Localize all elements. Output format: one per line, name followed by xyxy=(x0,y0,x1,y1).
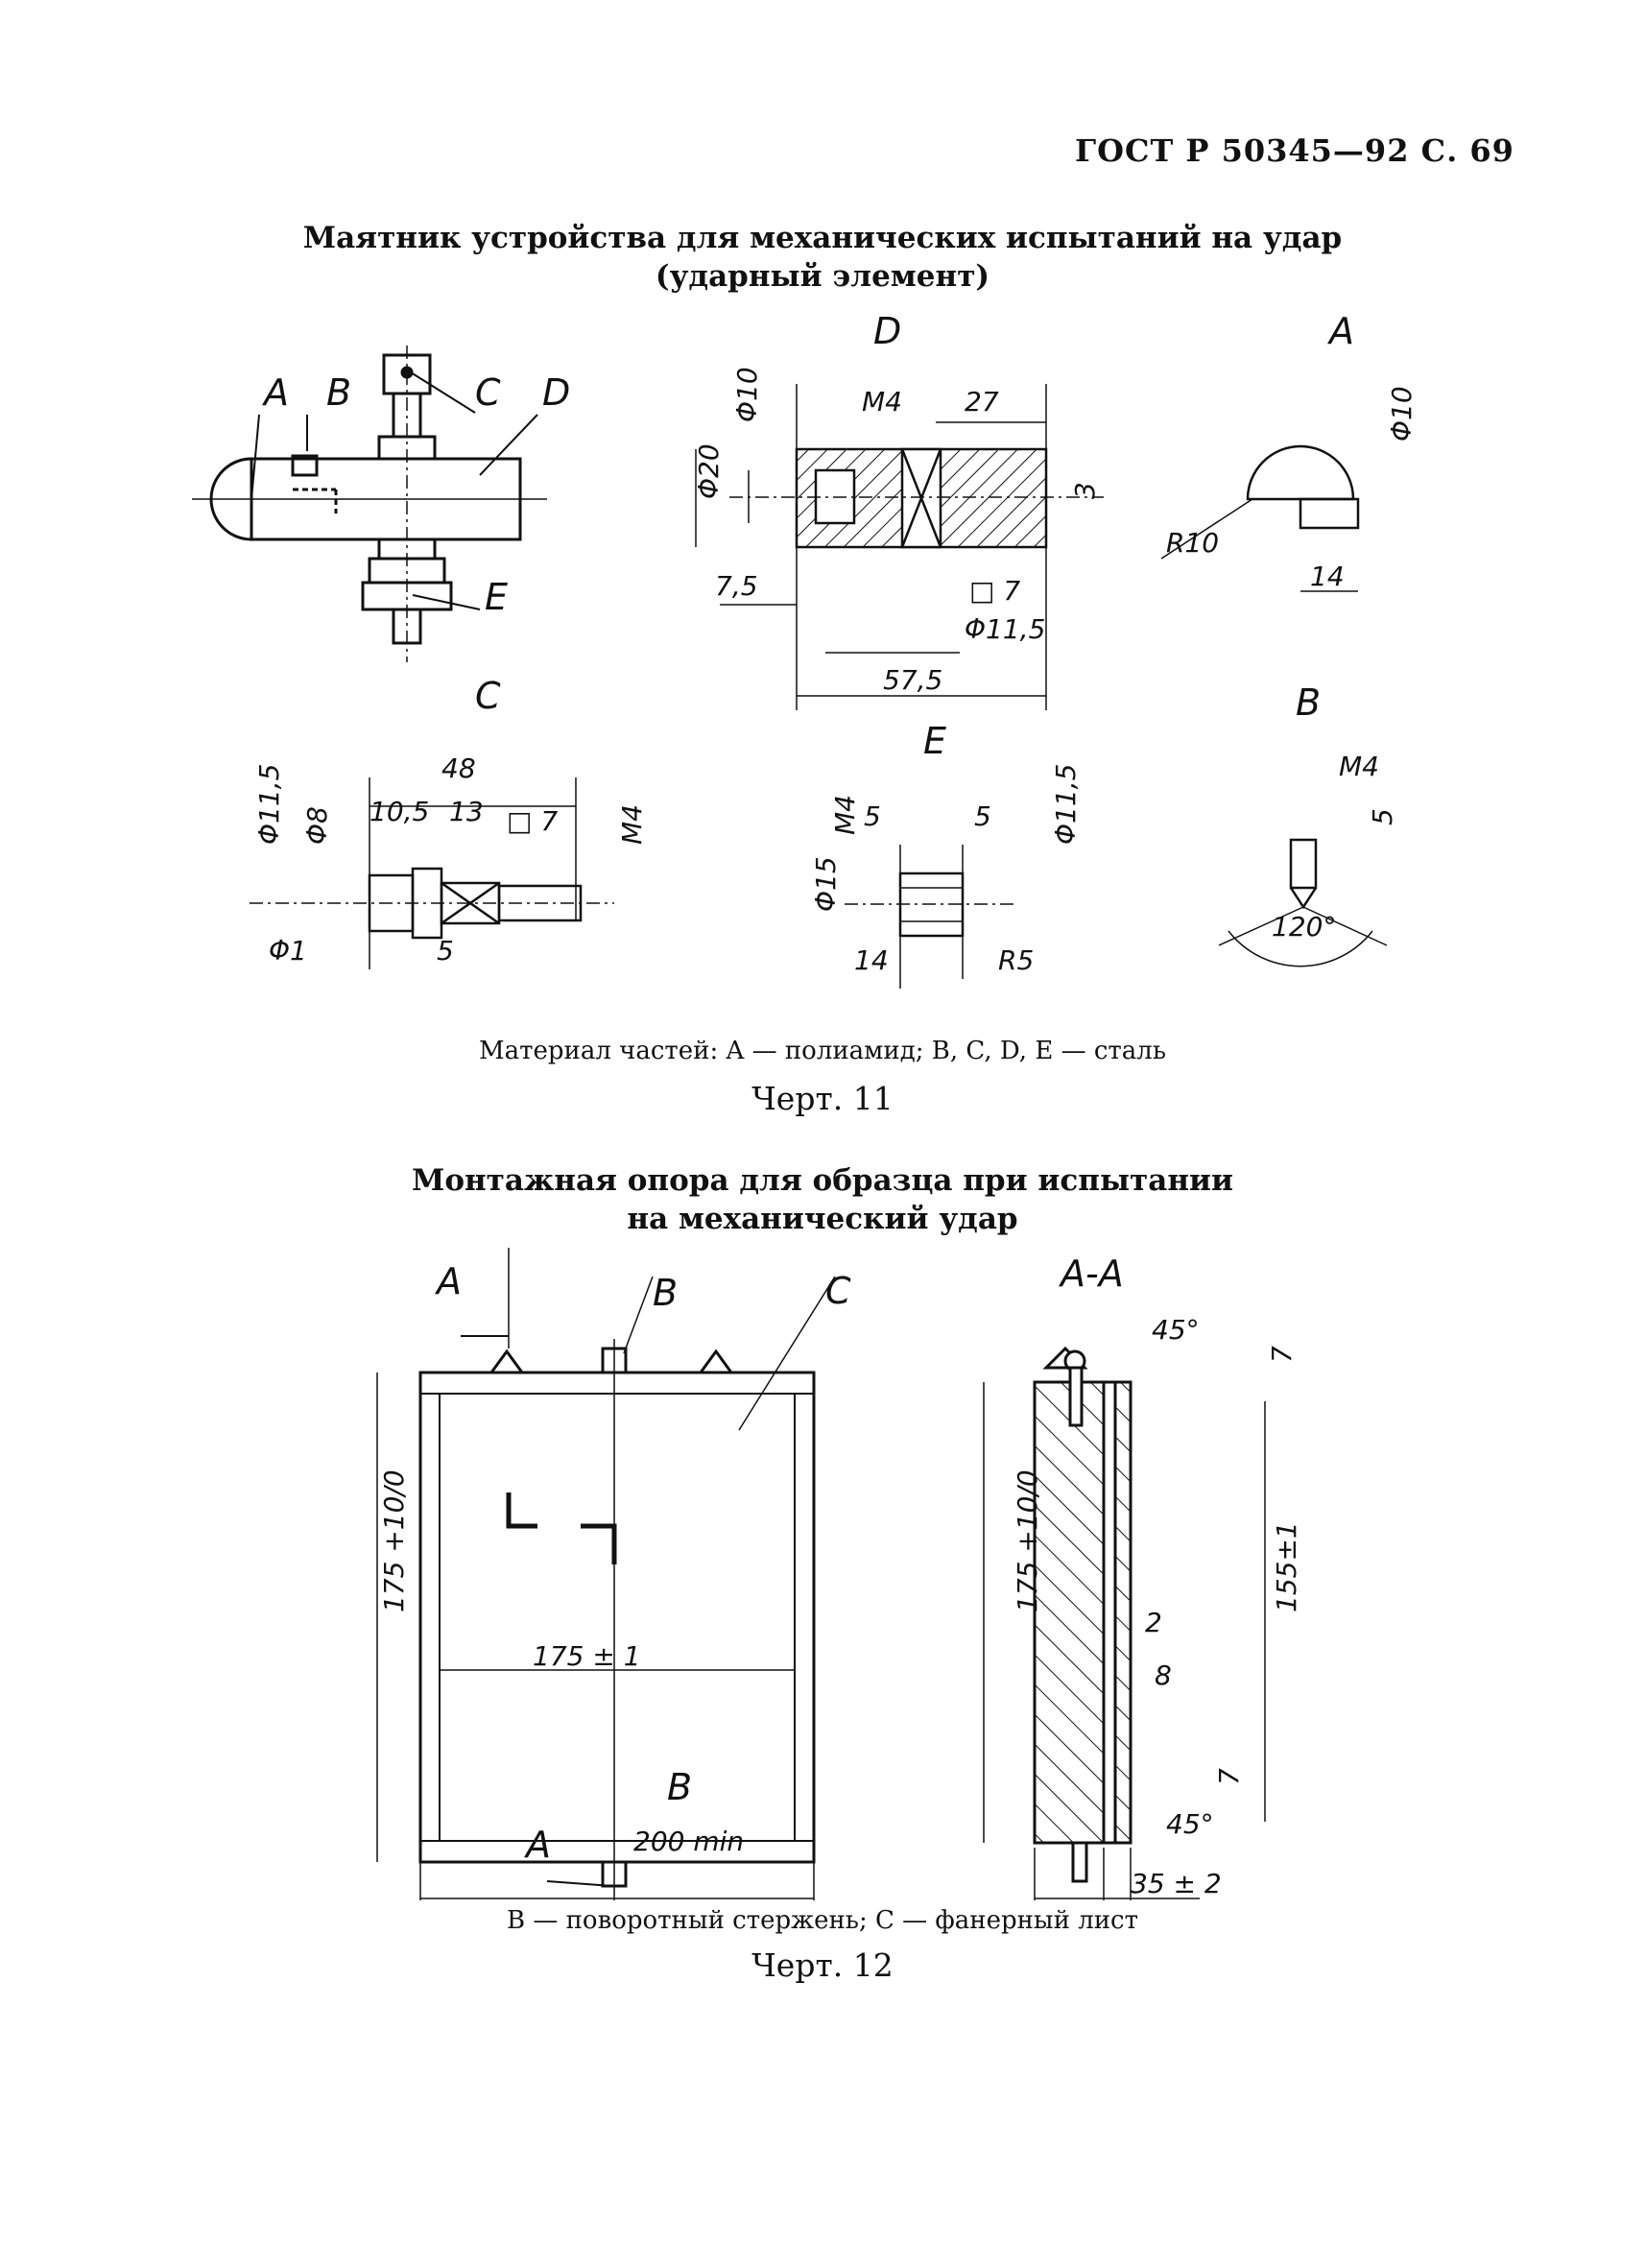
figure-12-number: Черт. 12 xyxy=(751,1946,894,1984)
svg-text:48: 48 xyxy=(441,752,476,784)
view-D-label: D xyxy=(873,310,901,352)
view-B-label: B xyxy=(1296,681,1321,724)
label-D: D xyxy=(542,371,570,414)
svg-text:5: 5 xyxy=(974,800,991,832)
svg-text:□ 7: □ 7 xyxy=(969,575,1020,607)
figure-11-drawing: A B C D E D Φ10 M4 27 Φ20 3 7,5 □ 7 Φ11,… xyxy=(192,310,1418,989)
svg-text:5: 5 xyxy=(864,800,881,832)
svg-text:A: A xyxy=(523,1824,551,1866)
svg-text:5: 5 xyxy=(437,935,454,967)
mounting-front-view xyxy=(376,1248,836,1900)
svg-text:27: 27 xyxy=(965,386,999,418)
figure-11-title-line2: (ударный элемент) xyxy=(655,259,990,294)
view-C-label: C xyxy=(475,675,501,717)
view-A xyxy=(1160,444,1360,592)
figure-11-number: Черт. 11 xyxy=(751,1080,894,1117)
label-C: C xyxy=(475,371,501,414)
view-C xyxy=(250,777,614,969)
page-header: ГОСТ Р 50345—92 С. 69 xyxy=(1075,132,1514,169)
svg-text:175 +10/0: 175 +10/0 xyxy=(1012,1469,1043,1612)
svg-text:Φ11,5: Φ11,5 xyxy=(253,764,285,845)
view-B xyxy=(1218,838,1388,967)
view-D xyxy=(695,384,1104,710)
mounting-section-view xyxy=(983,1346,1266,1900)
svg-text:C: C xyxy=(825,1270,851,1312)
svg-text:M4: M4 xyxy=(862,386,902,418)
svg-text:3: 3 xyxy=(1069,482,1101,499)
svg-text:Φ20: Φ20 xyxy=(693,443,725,499)
svg-text:B: B xyxy=(667,1766,692,1808)
label-A: A xyxy=(261,371,289,414)
svg-text:5: 5 xyxy=(1367,808,1398,825)
figure-12-caption: B — поворотный стержень; C — фанерный ли… xyxy=(506,1906,1139,1935)
svg-text:□ 7: □ 7 xyxy=(507,805,558,837)
figure-12-title-line2: на механический удар xyxy=(627,1202,1018,1236)
svg-text:7,5: 7,5 xyxy=(715,570,758,602)
svg-text:M4: M4 xyxy=(829,795,861,835)
svg-text:Φ11,5: Φ11,5 xyxy=(1050,764,1082,845)
svg-text:Φ11,5: Φ11,5 xyxy=(965,613,1045,645)
label-B: B xyxy=(326,371,351,414)
svg-text:14: 14 xyxy=(854,944,889,976)
svg-text:Φ10: Φ10 xyxy=(1386,386,1418,442)
svg-text:B: B xyxy=(653,1272,678,1314)
svg-text:45°: 45° xyxy=(1166,1808,1214,1840)
figure-11-title-line1: Маятник устройства для механических испы… xyxy=(302,221,1343,255)
svg-text:8: 8 xyxy=(1155,1659,1172,1691)
figure-12-title-line1: Монтажная опора для образца при испытани… xyxy=(412,1163,1233,1198)
svg-text:200 min: 200 min xyxy=(633,1826,744,1857)
svg-text:R10: R10 xyxy=(1166,527,1219,559)
svg-text:45°: 45° xyxy=(1152,1314,1200,1346)
svg-text:Φ10: Φ10 xyxy=(731,367,763,422)
svg-text:175 ± 1: 175 ± 1 xyxy=(533,1640,641,1672)
svg-text:13: 13 xyxy=(449,796,484,827)
figure-11-material-caption: Материал частей: A — полиамид; B, C, D, … xyxy=(479,1037,1166,1065)
svg-text:35 ± 2: 35 ± 2 xyxy=(1131,1868,1222,1899)
svg-text:R5: R5 xyxy=(998,944,1034,976)
view-E-label: E xyxy=(923,720,946,762)
svg-text:M4: M4 xyxy=(1339,751,1379,782)
svg-text:Φ1: Φ1 xyxy=(269,935,307,967)
svg-text:Φ15: Φ15 xyxy=(810,856,842,912)
svg-text:Φ8: Φ8 xyxy=(301,806,333,845)
svg-text:M4: M4 xyxy=(616,804,648,845)
svg-text:10,5: 10,5 xyxy=(370,796,429,827)
svg-text:57,5: 57,5 xyxy=(883,664,942,696)
label-E: E xyxy=(485,576,508,618)
svg-text:7: 7 xyxy=(1266,1346,1298,1363)
view-A-label: A xyxy=(1326,310,1354,352)
section-AA-label: A-A xyxy=(1058,1253,1124,1295)
view-E xyxy=(845,845,1017,989)
figure-12-drawing: A B C 175 +10/0 175 ± 1 B A 200 min A-A … xyxy=(376,1248,1302,1900)
svg-text:175 +10/0: 175 +10/0 xyxy=(378,1469,410,1612)
svg-text:14: 14 xyxy=(1310,561,1345,592)
svg-text:A: A xyxy=(434,1260,462,1302)
svg-text:7: 7 xyxy=(1213,1768,1245,1785)
svg-text:2: 2 xyxy=(1145,1607,1162,1638)
svg-text:120°: 120° xyxy=(1272,911,1336,943)
svg-text:155±1: 155±1 xyxy=(1271,1521,1302,1612)
assembly-overview xyxy=(192,346,547,662)
